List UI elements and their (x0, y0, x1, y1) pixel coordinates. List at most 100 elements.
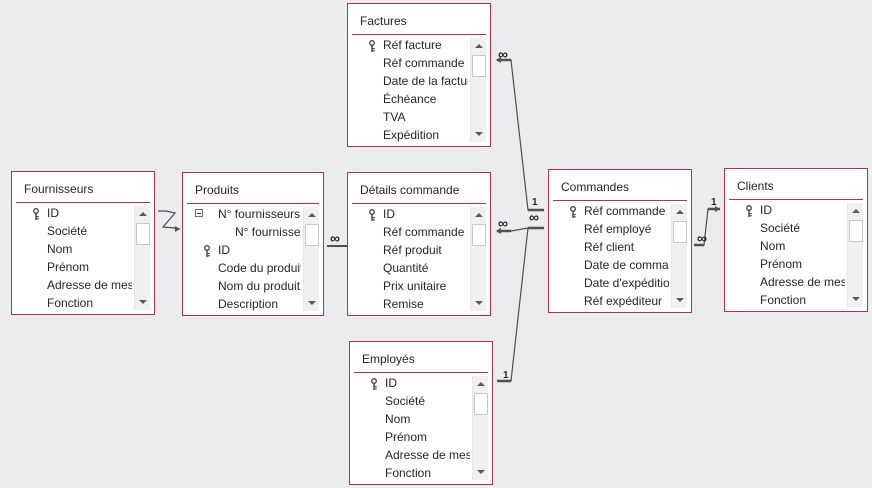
scrollbar[interactable] (472, 376, 488, 480)
field-row[interactable]: Réf expéditeur (553, 292, 669, 308)
scroll-up-button[interactable] (473, 376, 488, 392)
field-row[interactable]: Prénom (729, 255, 845, 273)
scroll-thumb[interactable] (136, 223, 150, 245)
collapse-icon[interactable] (195, 209, 203, 217)
table-title[interactable]: Factures (360, 14, 407, 28)
table-title[interactable]: Détails commande (360, 183, 460, 197)
field-row[interactable]: Date d'expédition (553, 274, 669, 292)
field-row[interactable]: Réf employé (553, 220, 669, 238)
table-title[interactable]: Produits (195, 183, 240, 197)
scroll-down-button[interactable] (471, 295, 486, 311)
scroll-up-button[interactable] (848, 203, 863, 219)
field-row[interactable]: Description (187, 295, 301, 311)
field-name: Nom (760, 239, 786, 253)
field-row[interactable]: Prix unitaire (352, 277, 468, 295)
field-row[interactable]: Date de commande (553, 256, 669, 274)
scrollbar[interactable] (470, 207, 486, 311)
field-row[interactable]: ID (352, 205, 468, 223)
field-name: Fonction (47, 296, 94, 310)
field-name: Prénom (47, 260, 90, 274)
scroll-thumb[interactable] (472, 55, 486, 77)
field-row[interactable]: ID (187, 241, 301, 259)
field-row[interactable]: ID (16, 204, 132, 222)
scrollbar[interactable] (847, 203, 863, 307)
field-row[interactable]: Prénom (354, 428, 470, 446)
field-row[interactable]: Expédition (352, 126, 468, 142)
scrollbar[interactable] (470, 38, 486, 142)
field-row[interactable]: Fonction (729, 291, 845, 307)
scroll-thumb[interactable] (472, 224, 486, 246)
field-row[interactable]: Remise (352, 295, 468, 311)
field-name: Fonction (760, 293, 807, 307)
scroll-up-button[interactable] (304, 207, 319, 223)
field-row[interactable]: Société (729, 219, 845, 237)
scroll-down-button[interactable] (471, 126, 486, 142)
table-title[interactable]: Fournisseurs (24, 182, 94, 196)
field-row[interactable]: Réf produit (352, 241, 468, 259)
scroll-up-button[interactable] (672, 204, 687, 220)
field-name: Code du produit (218, 261, 301, 275)
scroll-thumb[interactable] (673, 221, 687, 243)
scroll-up-button[interactable] (135, 206, 150, 222)
field-row[interactable]: N° fournisseurs.Value (187, 223, 301, 241)
table-title[interactable]: Employés (362, 352, 415, 366)
scroll-down-button[interactable] (473, 464, 488, 480)
field-row[interactable]: ID (354, 374, 470, 392)
scroll-thumb[interactable] (305, 224, 319, 246)
field-row[interactable]: Code du produit (187, 259, 301, 277)
field-row[interactable]: Société (354, 392, 470, 410)
field-row[interactable]: Échéance (352, 90, 468, 108)
field-row[interactable]: Adresse de messagerie (16, 276, 132, 294)
field-row[interactable]: Nom du produit (187, 277, 301, 295)
field-row[interactable]: N° fournisseurs (187, 205, 301, 223)
field-row[interactable]: Fonction (16, 294, 132, 310)
field-row[interactable]: Société (16, 222, 132, 240)
field-row[interactable]: Réf commande (352, 54, 468, 72)
chevron-down-icon (138, 300, 147, 304)
scroll-up-button[interactable] (471, 207, 486, 223)
cardinality-many: ∞ (529, 209, 539, 225)
field-row[interactable]: Réf facture (352, 36, 468, 54)
scroll-down-button[interactable] (672, 292, 687, 308)
table-title[interactable]: Commandes (561, 180, 630, 194)
field-row[interactable]: Adresse de messagerie (729, 273, 845, 291)
scroll-thumb[interactable] (849, 220, 863, 242)
scrollbar[interactable] (303, 207, 319, 311)
field-row[interactable]: Prénom (16, 258, 132, 276)
scroll-down-button[interactable] (135, 294, 150, 310)
field-row[interactable]: Réf commande (352, 223, 468, 241)
field-row[interactable]: Date de la facture (352, 72, 468, 90)
table-title[interactable]: Clients (737, 179, 774, 193)
field-row[interactable]: Quantité (352, 259, 468, 277)
field-row[interactable]: Réf commande (553, 202, 669, 220)
scrollbar[interactable] (134, 206, 150, 310)
field-row[interactable]: Nom (16, 240, 132, 258)
scroll-thumb[interactable] (474, 393, 488, 415)
field-row[interactable]: Nom (729, 237, 845, 255)
field-name: Quantité (383, 261, 429, 275)
scroll-up-button[interactable] (471, 38, 486, 54)
field-row[interactable]: TVA (352, 108, 468, 126)
field-row[interactable]: ID (729, 201, 845, 219)
field-row[interactable]: Adresse de messagerie (354, 446, 470, 464)
field-row[interactable]: Réf client (553, 238, 669, 256)
field-row[interactable]: Fonction (354, 464, 470, 480)
scroll-down-button[interactable] (304, 295, 319, 311)
scroll-down-button[interactable] (848, 291, 863, 307)
field-row[interactable]: Nom (354, 410, 470, 428)
scrollbar[interactable] (671, 204, 687, 308)
